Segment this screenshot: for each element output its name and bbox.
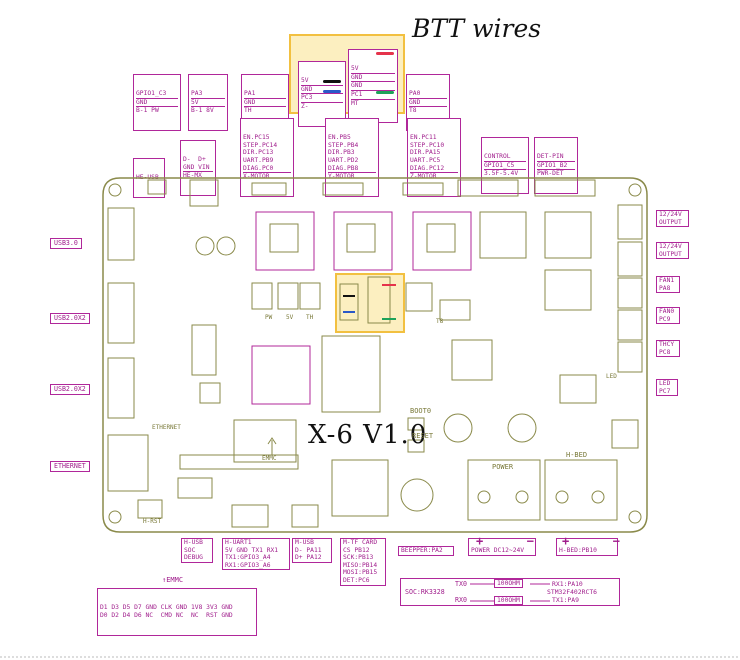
- stm-name: STM32F402RCT6: [547, 588, 598, 596]
- pw-board-text: PW: [265, 314, 273, 321]
- soc-rx: RX0: [455, 596, 467, 604]
- handwritten-title: BTT wires: [412, 14, 542, 43]
- usb2-label-1: USB2.0X2: [50, 313, 90, 324]
- wire-green-mt: [376, 91, 394, 94]
- stm-rx: RX1:PA10: [552, 580, 583, 588]
- hbed-polarity: + −: [562, 534, 620, 548]
- emmc-label: EMMC: [166, 576, 184, 584]
- 5v-board-text: 5V: [286, 314, 294, 321]
- th-board-text: TH: [306, 314, 314, 321]
- usb3-label: USB3.0: [50, 238, 82, 249]
- emmc-arrow-label: ↑EMMC: [162, 576, 184, 584]
- reset-text: RESET: [412, 432, 434, 440]
- wire-black-zminus: [323, 80, 341, 83]
- emmc-board-text: EMMC: [262, 455, 277, 462]
- power-dc-label: POWER DC12~24V: [468, 538, 536, 556]
- soc-name: SOC:RK3328: [405, 588, 445, 596]
- ethernet-board-text: ETHERNET: [152, 424, 181, 431]
- res-2: 100OHM: [494, 596, 523, 605]
- stm-tx: TX1:PA9: [552, 596, 579, 604]
- power-text: POWER: [492, 463, 514, 471]
- t8-board-text: T8: [436, 318, 444, 325]
- board-title: X-6 V1.0: [308, 420, 428, 450]
- boot0-text: BOOT0: [410, 407, 432, 415]
- led-board-text: LED: [606, 373, 617, 380]
- usb2-label-2: USB2.0X2: [50, 384, 90, 395]
- hbed-text: H-BED: [566, 451, 588, 459]
- ethernet-label: ETHERNET: [50, 461, 90, 472]
- res-1: 100OHM: [494, 579, 523, 588]
- h-bed-label: H-BED:PB10: [556, 538, 618, 556]
- wire-red-mt: [376, 52, 394, 55]
- wire-blue-zminus: [323, 90, 341, 93]
- hrst-text: H-RST: [143, 518, 162, 525]
- soc-link-box: [400, 578, 620, 606]
- power-polarity: + −: [476, 534, 534, 548]
- beeper-label: BEEPPER:PA2: [398, 546, 454, 556]
- soc-tx: TX0: [455, 580, 467, 588]
